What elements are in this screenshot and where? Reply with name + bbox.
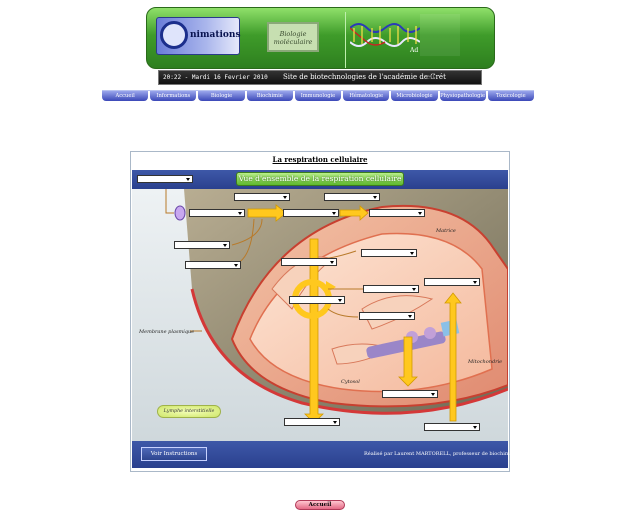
label-matrice: Matrice: [436, 228, 456, 234]
title-bar: [158, 70, 482, 85]
datetime-text: 20:22 - Mardi 16 Fevrier 2010: [163, 74, 268, 81]
panel-subtitle: Vue d'ensemble de la respiration cellula…: [236, 172, 404, 186]
instructions-button[interactable]: Voir Instructions: [141, 447, 207, 461]
answer-select-14[interactable]: [359, 312, 415, 320]
answer-select-13[interactable]: [289, 296, 345, 304]
answer-select-16[interactable]: [284, 418, 340, 426]
logo-text: nimations: [190, 30, 241, 40]
label-lymphe-interstitielle: Lymphe interstitielle: [157, 405, 221, 418]
nav-informations[interactable]: Informations: [150, 91, 197, 101]
nav-toxicologie[interactable]: Toxicologie: [487, 91, 534, 101]
answer-select-15[interactable]: [382, 390, 438, 398]
answer-select-9[interactable]: [185, 261, 241, 269]
respiration-diagram: [132, 189, 508, 441]
biologie-moleculaire-button[interactable]: Biologie moléculaire: [267, 22, 319, 52]
nav-line: [102, 90, 534, 91]
nav-immunologie[interactable]: Immunologie: [294, 91, 342, 101]
ad-label: Ad: [410, 47, 419, 54]
nav-microbiologie[interactable]: Microbiologie: [391, 91, 438, 101]
main-nav: Accueil Informations Biologie Biochimie …: [102, 90, 534, 101]
biomol-label-2: moléculaire: [273, 38, 313, 46]
answer-select-8[interactable]: [361, 249, 417, 257]
answer-select-5[interactable]: [283, 209, 339, 217]
answer-select-10[interactable]: [281, 258, 337, 266]
nav-accueil[interactable]: Accueil: [102, 91, 149, 101]
answer-select-3[interactable]: [324, 193, 380, 201]
answer-select-7[interactable]: [174, 241, 230, 249]
answer-select-11[interactable]: [424, 278, 480, 286]
nav-biochimie[interactable]: Biochimie: [246, 91, 293, 101]
credit-text: Réalisé par Laurent MARTORELL, professeu…: [364, 451, 515, 457]
ad-panel[interactable]: [420, 14, 460, 56]
nav-physiopathologie[interactable]: Physiopathologie: [439, 91, 486, 101]
answer-select-2[interactable]: [234, 193, 290, 201]
banner-separator: [345, 12, 346, 68]
biomol-label-1: Biologie: [279, 30, 307, 38]
dna-helix-icon: [350, 23, 420, 47]
panel-title: La respiration cellulaire: [272, 155, 368, 164]
answer-select-6[interactable]: [369, 209, 425, 217]
answer-select-17[interactable]: [424, 423, 480, 431]
label-cytosol: Cytosol: [341, 379, 360, 385]
answer-select-1[interactable]: [137, 175, 193, 183]
answer-select-4[interactable]: [189, 209, 245, 217]
nav-hematologie[interactable]: Hématologie: [343, 91, 390, 101]
nav-biologie[interactable]: Biologie: [198, 91, 245, 101]
site-title: Site de biotechnologies de l'académie de…: [283, 73, 446, 81]
answer-select-12[interactable]: [363, 285, 419, 293]
animations-logo-icon: [160, 21, 188, 49]
accueil-button[interactable]: Accueil: [295, 500, 345, 510]
site-title-tail: eil: [426, 73, 435, 81]
label-mitochondrie: Mitochondrie: [468, 359, 503, 365]
label-membrane-plasmique: Membrane plasmique: [139, 329, 195, 335]
